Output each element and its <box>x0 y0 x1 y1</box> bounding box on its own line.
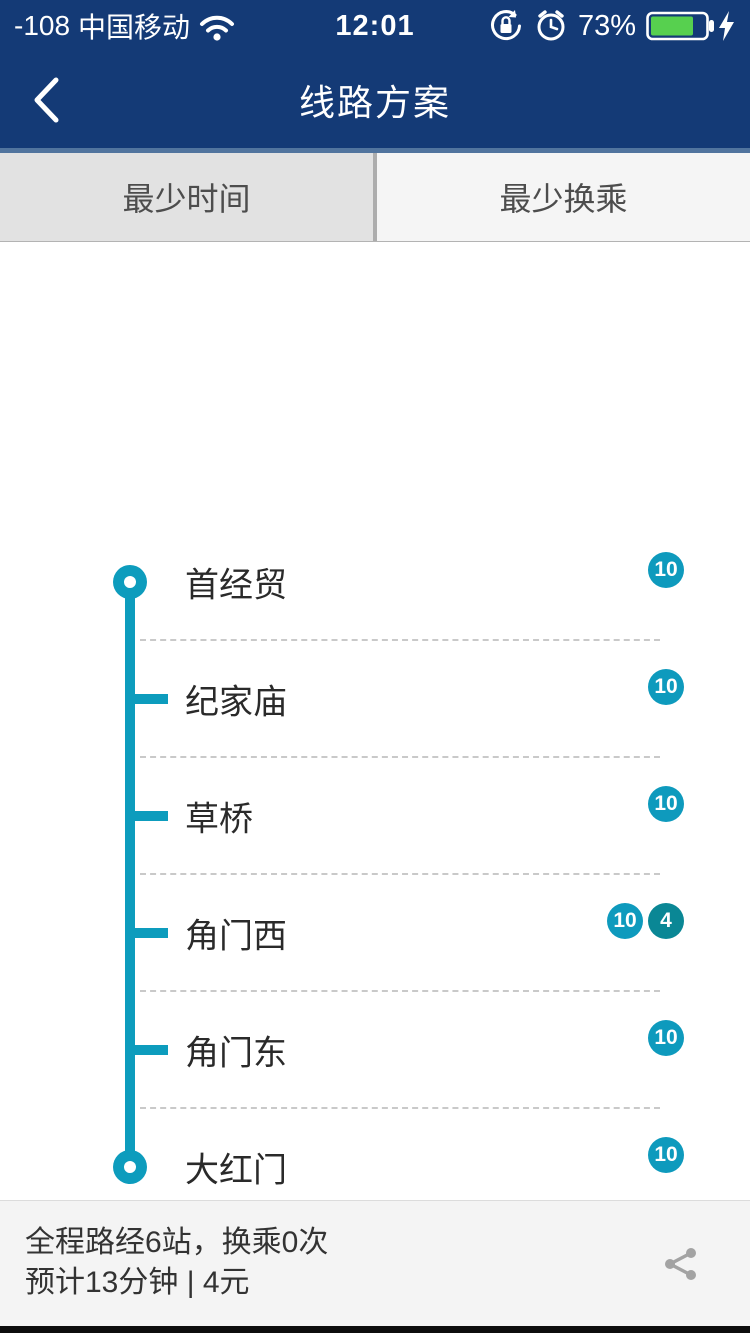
station-row[interactable]: 纪家庙 10 <box>0 669 750 729</box>
battery-icon <box>646 10 736 42</box>
station-name: 大红门 <box>185 1151 287 1190</box>
nav-bar: 线路方案 <box>0 52 750 148</box>
route-summary-bar: 全程路经6站，换乘0次 预计13分钟 | 4元 <box>0 1200 750 1326</box>
battery-percent: 73% <box>577 9 636 42</box>
line-10-badge: 10 <box>648 1020 684 1056</box>
station-name: 纪家庙 <box>185 683 287 722</box>
station-name: 角门东 <box>185 1034 287 1073</box>
back-button[interactable] <box>30 72 74 128</box>
station-name: 首经贸 <box>185 566 287 605</box>
station-row[interactable]: 角门西 10 4 <box>0 903 750 963</box>
page-title: 线路方案 <box>298 82 451 123</box>
summary-stops-transfers: 全程路经6站，换乘0次 <box>25 1226 329 1259</box>
station-name: 角门西 <box>185 917 287 956</box>
line-10-badge: 10 <box>607 903 643 939</box>
station-row[interactable]: 大红门 10 <box>0 1137 750 1197</box>
carrier-label: 中国移动 <box>78 12 191 43</box>
line-10-badge: 10 <box>648 552 684 588</box>
charging-bolt-icon <box>719 11 734 41</box>
signal-strength: -108 <box>14 10 71 41</box>
rotation-lock-icon <box>488 8 524 44</box>
tab-least-time-label: 最少时间 <box>122 181 251 217</box>
station-tick <box>125 694 168 704</box>
line-10-badge: 10 <box>648 1137 684 1173</box>
route-timeline: 首经贸 10 纪家庙 10 草桥 10 角门西 10 4 角门东 10 大红门 … <box>0 242 750 1200</box>
station-row[interactable]: 草桥 10 <box>0 786 750 846</box>
tab-separator <box>373 153 377 241</box>
origin-station-marker <box>113 565 147 599</box>
station-tick <box>125 1045 168 1055</box>
station-tick <box>125 811 168 821</box>
row-divider <box>140 756 660 758</box>
row-divider <box>140 990 660 992</box>
share-icon <box>665 1248 696 1280</box>
alarm-clock-icon <box>534 9 568 43</box>
chevron-left-icon <box>34 77 59 123</box>
summary-time-fare: 预计13分钟 | 4元 <box>25 1266 250 1299</box>
line-10-badge: 10 <box>648 786 684 822</box>
status-right: 73% <box>488 8 736 44</box>
nav-divider <box>0 148 750 153</box>
row-divider <box>140 639 660 641</box>
line-4-badge: 4 <box>648 903 684 939</box>
status-left: -108 中国移动 <box>14 6 236 46</box>
line-10-badge: 10 <box>648 669 684 705</box>
destination-station-marker <box>113 1150 147 1184</box>
timeline-line <box>125 582 135 1167</box>
station-name: 草桥 <box>185 800 253 839</box>
tab-least-time[interactable]: 最少时间 <box>0 153 373 241</box>
share-button[interactable] <box>662 1245 700 1288</box>
status-bar: -108 中国移动 12:01 <box>0 0 750 52</box>
row-divider <box>140 1107 660 1109</box>
tab-bar: 最少时间 最少换乘 <box>0 153 750 242</box>
tab-least-transfers-label: 最少换乘 <box>499 181 628 217</box>
status-time: 12:01 <box>335 9 415 42</box>
tab-least-transfers[interactable]: 最少换乘 <box>377 153 750 241</box>
station-row[interactable]: 首经贸 10 <box>0 552 750 612</box>
row-divider <box>140 873 660 875</box>
wifi-icon <box>198 11 236 41</box>
station-tick <box>125 928 168 938</box>
screen-bottom-edge <box>0 1326 750 1333</box>
station-row[interactable]: 角门东 10 <box>0 1020 750 1080</box>
